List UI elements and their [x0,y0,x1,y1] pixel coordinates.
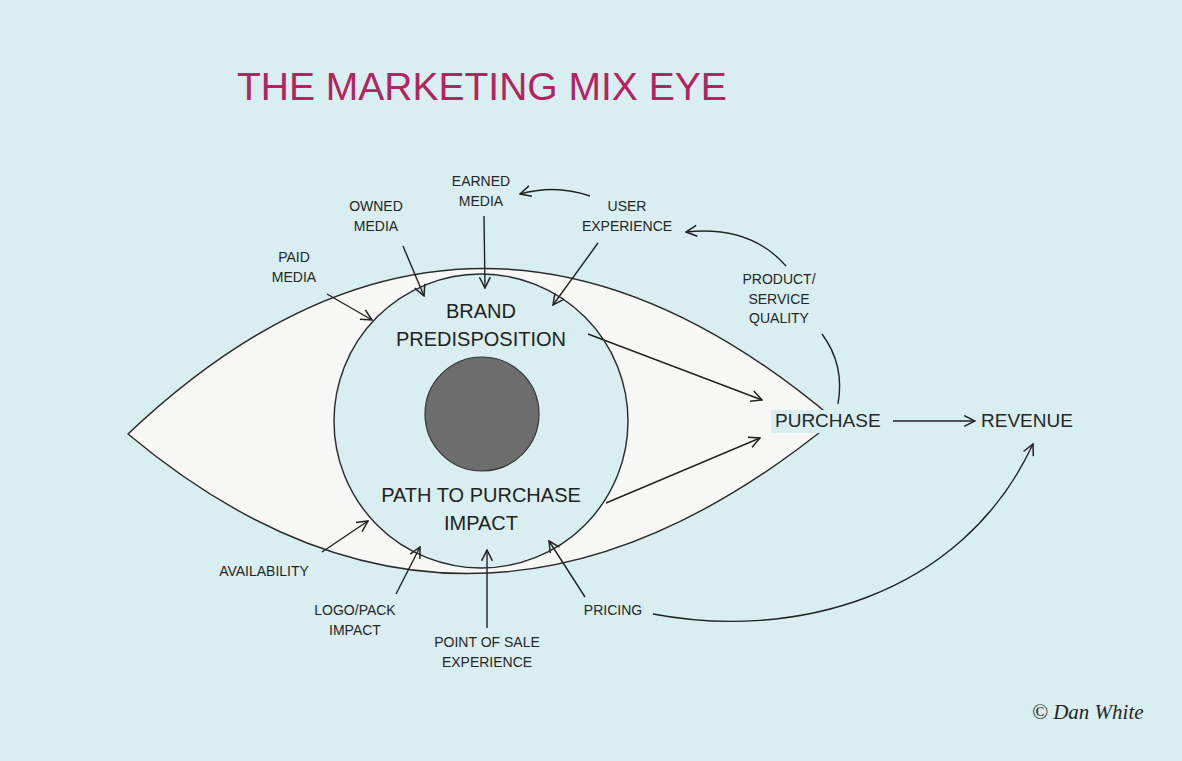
factor-label: LOGO/PACK IMPACT [305,601,405,640]
pupil [425,357,539,471]
label-slot: PURCHASE [771,410,885,433]
title: THE MARKETING MIX EYE [237,67,727,106]
arrow [486,550,487,628]
iris-outline [334,274,628,568]
leader-line [822,334,840,404]
arrow [484,216,485,288]
arrow [686,231,786,266]
eye-outline [128,268,835,573]
arrow [549,541,585,597]
signature: © Dan White [1032,700,1144,725]
arrow [327,294,372,320]
stage-label: REVENUE [981,410,1073,433]
arrow [396,547,420,594]
factor-label: EARNED MEDIA [441,172,521,211]
iris-circle: BRAND PREDISPOSITION PATH TO PURCHASE IMP… [333,273,629,569]
iris-fill [333,273,629,569]
factor-label: AVAILABILITY [219,562,309,582]
title-slot: THE MARKETING MIX EYE [237,67,727,106]
arrow [322,521,368,552]
factor-label: OWNED MEDIA [341,197,411,236]
factor-label: USER EXPERIENCE [575,197,679,236]
arrow [606,438,760,503]
arrow [520,189,590,196]
text-slot: BRAND PREDISPOSITION [333,297,629,353]
label-slot: PRODUCT/ SERVICE QUALITY [734,270,824,329]
stage-label: PURCHASE [771,410,885,433]
label-slot: © Dan White [1032,700,1144,725]
factor-label: PRICING [584,601,642,621]
label-slot: AVAILABILITY [219,562,309,582]
arrow [653,444,1033,621]
label-slot: EARNED MEDIA [441,172,521,211]
label-slot: POINT OF SALE EXPERIENCE [425,633,550,672]
label-slot: USER EXPERIENCE [575,197,679,236]
body-text: PATH TO PURCHASE IMPACT [365,481,597,537]
label-slot: OWNED MEDIA [341,197,411,236]
text-slot: PATH TO PURCHASE IMPACT [333,481,629,537]
factor-label: PRODUCT/ SERVICE QUALITY [734,270,824,329]
arrow [893,420,975,421]
arrow [403,246,424,296]
arrow-group [322,189,1033,628]
factor-label: POINT OF SALE EXPERIENCE [425,633,550,672]
label-slot: PRICING [584,601,642,621]
arrow [553,243,598,305]
heading-text: BRAND PREDISPOSITION [381,297,581,353]
label-slot: LOGO/PACK IMPACT [305,601,405,640]
label-slot: PAID MEDIA [259,248,329,287]
factor-label: PAID MEDIA [259,248,329,287]
arrow [588,334,762,400]
label-slot: REVENUE [981,410,1073,433]
